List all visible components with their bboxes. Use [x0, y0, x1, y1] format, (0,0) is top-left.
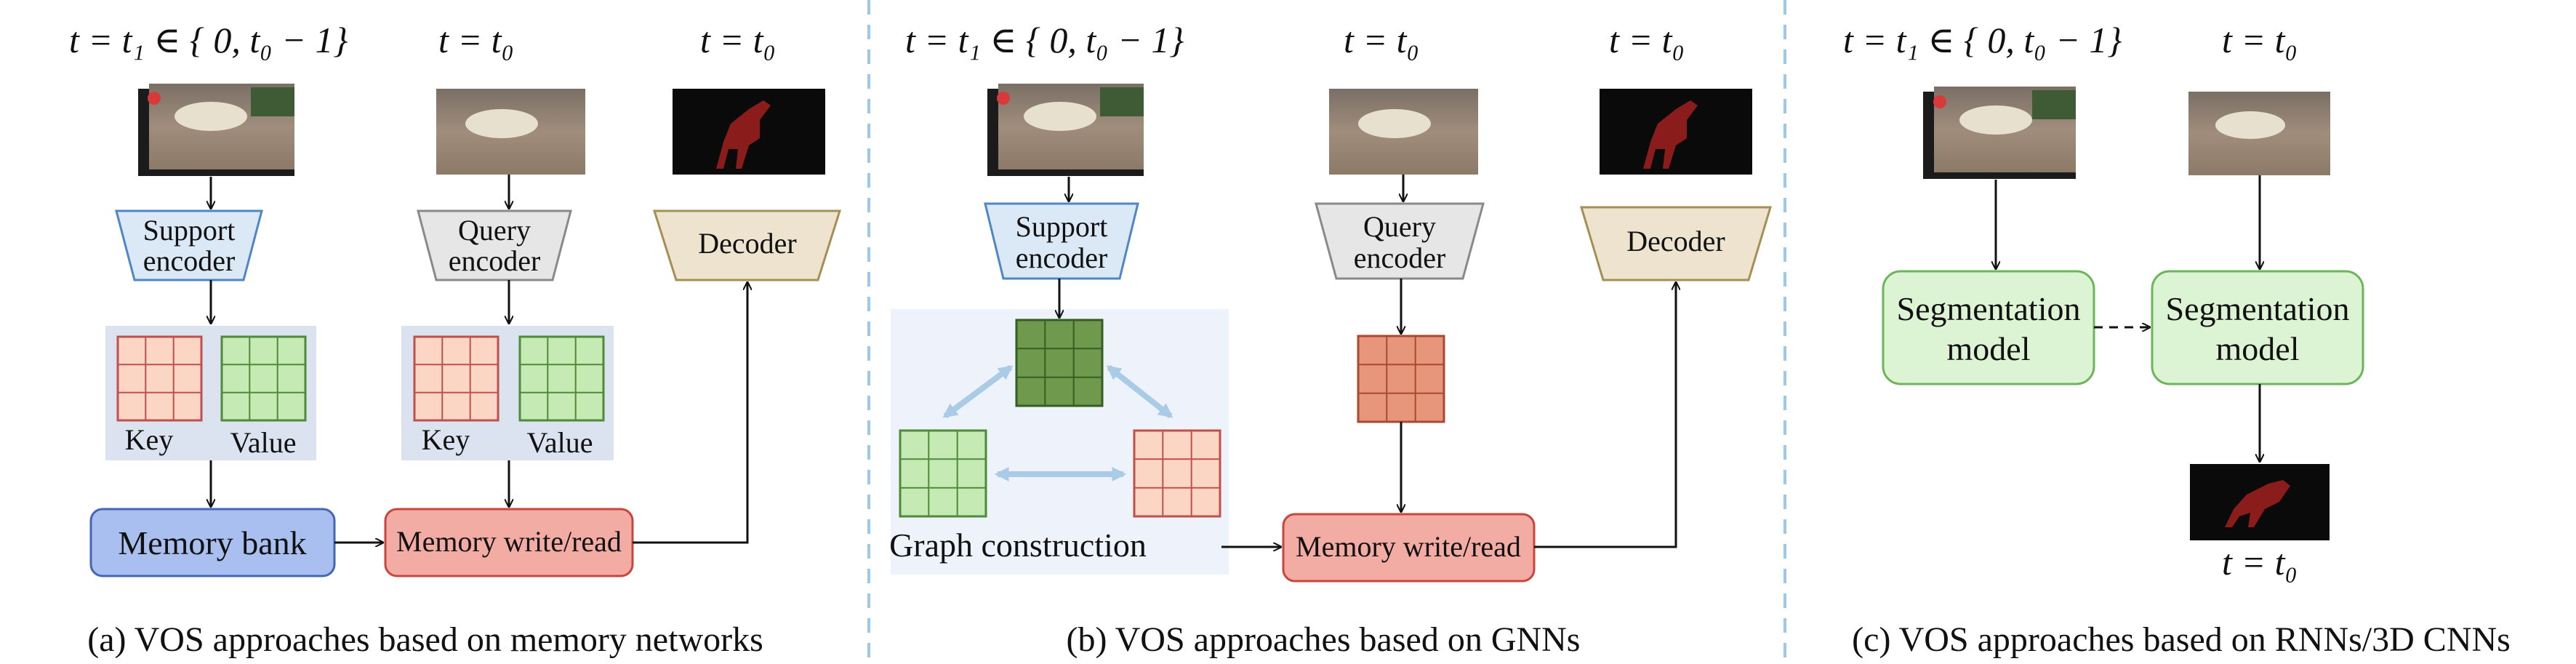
graph-construction-label-b: Graph construction	[889, 527, 1147, 564]
support-encoder-a: Support encoder	[115, 209, 263, 281]
svg-text:Support: Support	[143, 214, 236, 247]
arrows-a	[211, 175, 747, 543]
query-encoder-b: Query encoder	[1315, 202, 1485, 280]
time-label-support-c: t = t₁ ∈ { 0, t₀ − 1}	[1843, 20, 2122, 60]
svg-text:Memory bank: Memory bank	[118, 524, 306, 561]
support-frames-image-a	[138, 84, 294, 176]
svg-text:Segmentation: Segmentation	[2166, 290, 2350, 327]
memory-write-read-a: Memory write/read	[384, 508, 634, 577]
svg-text:encoder: encoder	[1016, 241, 1108, 274]
segmentation-model-left-c: Segmentation model	[1882, 270, 2095, 385]
panel-a: t = t₁ ∈ { 0, t₀ − 1} t = t₀ t = t₀ Supp…	[69, 20, 842, 659]
svg-text:Decoder: Decoder	[698, 227, 796, 260]
time-label-query-b: t = t₀	[1344, 20, 1419, 60]
graph-key-node-b	[1133, 429, 1221, 518]
time-label-output-c: t = t₀	[2222, 542, 2298, 583]
svg-text:Segmentation: Segmentation	[1897, 290, 2081, 327]
time-label-decoder-a: t = t₀	[700, 20, 776, 60]
time-label-query-c: t = t₀	[2222, 20, 2298, 60]
svg-text:encoder: encoder	[143, 244, 236, 277]
svg-text:Support: Support	[1016, 210, 1108, 243]
time-label-decoder-b: t = t₀	[1609, 20, 1685, 60]
panel-b: t = t₁ ∈ { 0, t₀ − 1} t = t₀ t = t₀ Supp…	[889, 20, 1773, 659]
output-mask-image-b	[1600, 89, 1752, 175]
memory-bank-a: Memory bank	[89, 508, 336, 577]
support-frames-image-b	[987, 84, 1144, 176]
time-label-query-a: t = t₀	[438, 20, 514, 60]
svg-text:encoder: encoder	[1354, 241, 1446, 274]
panel-c: t = t₁ ∈ { 0, t₀ − 1} t = t₀ Segmentatio…	[1843, 20, 2511, 659]
arrows-c	[1996, 175, 2260, 462]
query-key-label-a: Key	[422, 423, 470, 456]
support-encoder-b: Support encoder	[984, 202, 1139, 280]
query-value-label-a: Value	[526, 426, 593, 459]
query-frame-image-b	[1329, 89, 1478, 175]
decoder-a: Decoder	[652, 209, 842, 281]
caption-c: (c) VOS approaches based on RNNs/3D CNNs	[1852, 620, 2511, 659]
caption-b: (b) VOS approaches based on GNNs	[1067, 620, 1581, 659]
output-mask-image-c	[2190, 464, 2330, 540]
query-value-grid-a	[518, 335, 605, 422]
support-frames-image-c	[1923, 87, 2076, 179]
support-key-grid-a	[116, 335, 203, 422]
support-key-label-a: Key	[125, 423, 174, 456]
svg-text:Decoder: Decoder	[1626, 225, 1725, 257]
query-key-grid-a	[413, 335, 499, 422]
svg-text:Query: Query	[458, 214, 531, 247]
svg-text:Query: Query	[1363, 210, 1436, 243]
support-value-label-a: Value	[230, 426, 296, 459]
svg-text:model: model	[1947, 330, 2031, 367]
output-mask-image-a	[673, 89, 825, 175]
svg-text:Memory write/read: Memory write/read	[1296, 530, 1521, 563]
time-label-support-b: t = t₁ ∈ { 0, t₀ − 1}	[905, 20, 1184, 60]
support-value-grid-a	[220, 335, 307, 422]
svg-text:model: model	[2216, 330, 2300, 367]
svg-text:Memory write/read: Memory write/read	[396, 525, 622, 558]
graph-center-node-b	[1015, 319, 1104, 407]
query-encoder-a: Query encoder	[417, 209, 572, 281]
graph-value-node-b	[899, 429, 987, 518]
segmentation-model-right-c: Segmentation model	[2151, 270, 2364, 385]
graph-edges-b	[942, 364, 1173, 481]
memory-write-read-b: Memory write/read	[1282, 513, 1536, 583]
svg-text:encoder: encoder	[449, 244, 541, 277]
query-frame-image-a	[436, 89, 585, 175]
caption-a: (a) VOS approaches based on memory netwo…	[87, 620, 763, 659]
decoder-b: Decoder	[1579, 206, 1773, 281]
arrows-b	[1059, 175, 1676, 547]
query-frame-image-c	[2188, 92, 2330, 175]
query-key-grid-b	[1357, 335, 1445, 423]
time-label-support-a: t = t₁ ∈ { 0, t₀ − 1}	[69, 20, 348, 60]
